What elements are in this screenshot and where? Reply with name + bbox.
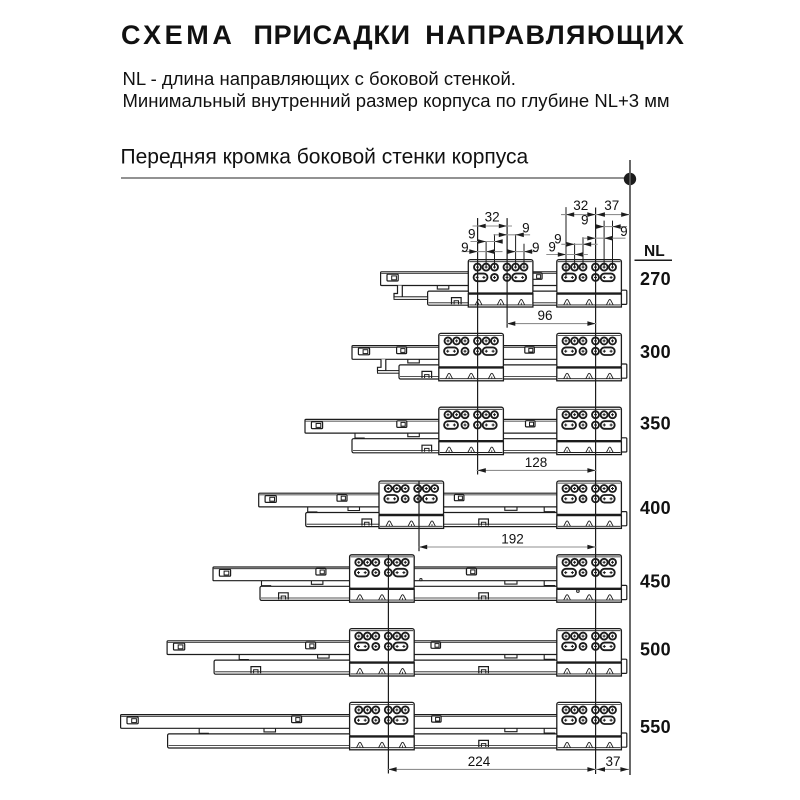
svg-text:СХЕМА: СХЕМА [121, 20, 235, 50]
svg-text:224: 224 [468, 754, 491, 769]
svg-text:Передняя кромка боковой стенки: Передняя кромка боковой стенки корпуса [121, 146, 529, 169]
svg-text:300: 300 [640, 342, 671, 362]
svg-text:400: 400 [640, 498, 671, 518]
svg-text:ПРИСАДКИ: ПРИСАДКИ [254, 20, 411, 50]
svg-text:192: 192 [501, 532, 524, 547]
svg-text:9: 9 [554, 231, 562, 246]
svg-text:32: 32 [573, 198, 588, 213]
svg-text:128: 128 [525, 455, 548, 470]
svg-text:37: 37 [604, 198, 619, 213]
svg-text:9: 9 [620, 224, 628, 239]
svg-text:270: 270 [640, 269, 671, 289]
svg-text:32: 32 [485, 210, 500, 225]
svg-text:NL: NL [644, 243, 665, 260]
svg-text:37: 37 [605, 754, 620, 769]
svg-text:9: 9 [461, 240, 469, 255]
svg-text:9: 9 [548, 240, 556, 255]
svg-text:NL - длина направляющих с боко: NL - длина направляющих с боковой стенко… [123, 68, 516, 89]
svg-text:350: 350 [640, 414, 671, 434]
svg-text:9: 9 [522, 220, 530, 235]
svg-text:450: 450 [640, 571, 671, 591]
svg-text:Минимальный внутренний размер: Минимальный внутренний размер корпуса по… [123, 90, 670, 111]
svg-text:500: 500 [640, 640, 671, 660]
svg-text:96: 96 [537, 308, 552, 323]
svg-text:9: 9 [532, 240, 540, 255]
svg-text:НАПРАВЛЯЮЩИХ: НАПРАВЛЯЮЩИХ [425, 20, 685, 50]
svg-text:9: 9 [468, 227, 476, 242]
svg-text:550: 550 [640, 717, 671, 737]
svg-text:9: 9 [581, 213, 589, 228]
